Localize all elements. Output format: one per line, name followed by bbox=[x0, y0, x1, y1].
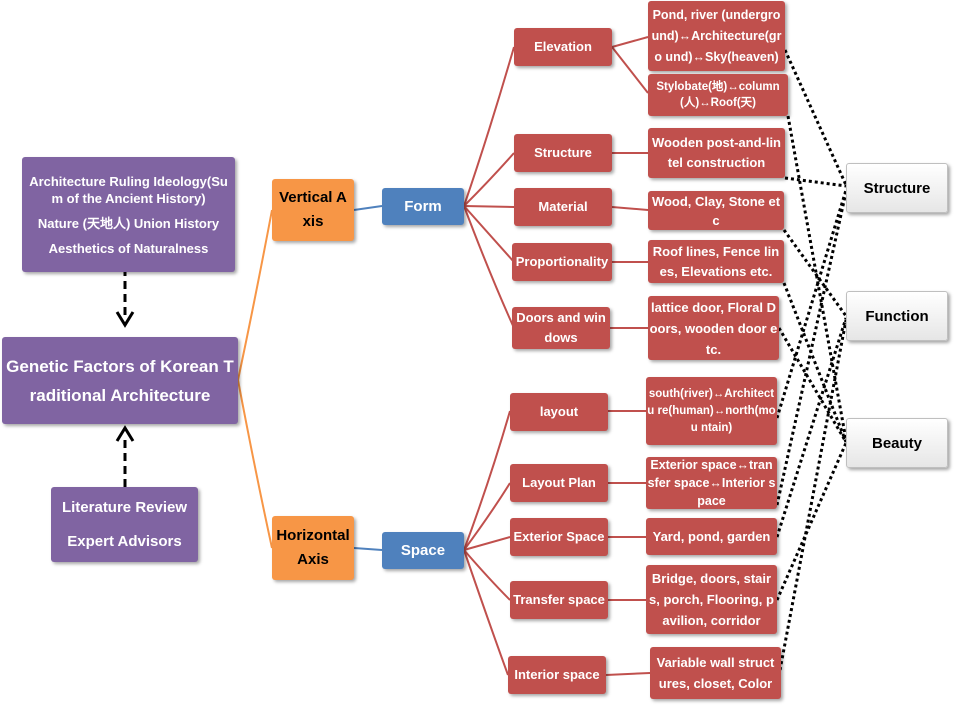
exterior-flow-detail: Exterior space↔tran sfer space↔Interior … bbox=[646, 457, 777, 509]
south-river-detail: south(river)↔Architectu re(human)↔north(… bbox=[646, 377, 777, 445]
connectors-form-items bbox=[463, 46, 515, 329]
elevation-box: Elevation bbox=[514, 28, 612, 66]
beauty-outcome-label: Beauty bbox=[871, 434, 923, 452]
exterior-flow-text: Exterior space↔tran sfer space↔Interior … bbox=[647, 458, 776, 508]
elevation-label: Elevation bbox=[534, 39, 592, 54]
roof-lines-text: Roof lines, Fence lin es, Elevations etc… bbox=[652, 243, 780, 279]
exterior-space-label: Exterior Space bbox=[513, 529, 605, 544]
wooden-post-text: Wooden post-and-lin tel construction bbox=[651, 135, 782, 170]
lattice-door-detail: lattice door, Floral D oors, wooden door… bbox=[648, 296, 779, 360]
connector-genetic-vertical bbox=[237, 209, 273, 381]
space-box: Space bbox=[382, 532, 464, 569]
structure-item-box: Structure bbox=[514, 134, 612, 172]
lattice-door-text: lattice door, Floral D oors, wooden door… bbox=[649, 299, 778, 357]
wood-clay-detail: Wood, Clay, Stone et c bbox=[648, 191, 784, 230]
layout-box: layout bbox=[510, 393, 608, 431]
dotted-links-outcomes bbox=[775, 49, 848, 671]
ideology-line-1: Architecture Ruling Ideology(Su m of the… bbox=[29, 173, 228, 206]
connectors-space-items bbox=[463, 410, 511, 676]
bridge-doors-detail: Bridge, doors, stair s, porch, Flooring,… bbox=[646, 565, 777, 634]
doors-windows-box: Doors and win dows bbox=[512, 307, 610, 349]
ideology-box: Architecture Ruling Ideology(Su m of the… bbox=[22, 157, 235, 272]
south-river-text: south(river)↔Architectu re(human)↔north(… bbox=[647, 387, 776, 434]
dashed-arrows bbox=[115, 268, 135, 487]
ideology-line-2: Nature (天地人) Union History bbox=[37, 215, 220, 231]
material-label: Material bbox=[538, 199, 588, 214]
pond-river-text: Pond, river (undergro und)↔Architecture(… bbox=[651, 7, 782, 64]
proportionality-label: Proportionality bbox=[515, 254, 609, 269]
vertical-axis-box: Vertical A xis bbox=[272, 179, 354, 241]
layout-plan-label: Layout Plan bbox=[522, 475, 596, 490]
literature-box: Literature Review Expert Advisors bbox=[51, 487, 198, 562]
layout-plan-box: Layout Plan bbox=[510, 464, 608, 502]
ideology-line-3: Aesthetics of Naturalness bbox=[48, 240, 209, 256]
roof-lines-detail: Roof lines, Fence lin es, Elevations etc… bbox=[648, 240, 784, 283]
interior-space-box: Interior space bbox=[508, 656, 606, 694]
beauty-outcome-box: Beauty bbox=[846, 418, 948, 468]
wooden-post-detail: Wooden post-and-lin tel construction bbox=[648, 128, 785, 178]
genetic-factors-box: Genetic Factors of Korean Traditional Ar… bbox=[2, 337, 238, 424]
space-label: Space bbox=[400, 542, 446, 559]
wood-clay-text: Wood, Clay, Stone et c bbox=[651, 193, 781, 228]
horizontal-axis-label: Horizontal Axis bbox=[276, 527, 350, 568]
structure-item-label: Structure bbox=[534, 145, 592, 160]
bridge-doors-text: Bridge, doors, stair s, porch, Flooring,… bbox=[649, 571, 774, 628]
variable-wall-text: Variable wall struct ures, closet, Color bbox=[656, 655, 775, 691]
connector-horizontal-space bbox=[353, 547, 383, 551]
literature-review-label: Literature Review bbox=[61, 498, 188, 516]
variable-wall-detail: Variable wall struct ures, closet, Color bbox=[650, 647, 781, 699]
genetic-factors-label: Genetic Factors of Korean Traditional Ar… bbox=[6, 356, 234, 405]
proportionality-box: Proportionality bbox=[512, 243, 612, 281]
layout-label: layout bbox=[539, 404, 579, 419]
material-box: Material bbox=[514, 188, 612, 226]
connector-genetic-horizontal bbox=[237, 379, 273, 549]
transfer-space-label: Transfer space bbox=[513, 592, 605, 607]
exterior-space-box: Exterior Space bbox=[510, 518, 608, 556]
yard-pond-text: Yard, pond, garden bbox=[652, 528, 771, 544]
transfer-space-box: Transfer space bbox=[510, 581, 608, 619]
function-outcome-box: Function bbox=[846, 291, 948, 341]
horizontal-axis-box: Horizontal Axis bbox=[272, 516, 354, 580]
stylobate-detail: Stylobate(地)↔column (人)↔Roof(天) bbox=[648, 74, 788, 116]
expert-advisors-label: Expert Advisors bbox=[67, 532, 182, 550]
vertical-axis-label: Vertical A xis bbox=[279, 189, 347, 230]
interior-space-label: Interior space bbox=[514, 667, 600, 682]
structure-outcome-box: Structure bbox=[846, 163, 948, 213]
yard-pond-detail: Yard, pond, garden bbox=[646, 518, 777, 555]
doors-windows-label: Doors and win dows bbox=[516, 310, 606, 345]
form-label: Form bbox=[404, 198, 442, 215]
form-box: Form bbox=[382, 188, 464, 225]
structure-outcome-label: Structure bbox=[863, 179, 931, 197]
connector-vertical-form bbox=[353, 205, 383, 211]
connectors-item-details bbox=[605, 36, 651, 676]
pond-river-detail: Pond, river (undergro und)↔Architecture(… bbox=[648, 1, 785, 71]
function-outcome-label: Function bbox=[865, 307, 929, 325]
stylobate-text: Stylobate(地)↔column (人)↔Roof(天) bbox=[656, 81, 780, 109]
